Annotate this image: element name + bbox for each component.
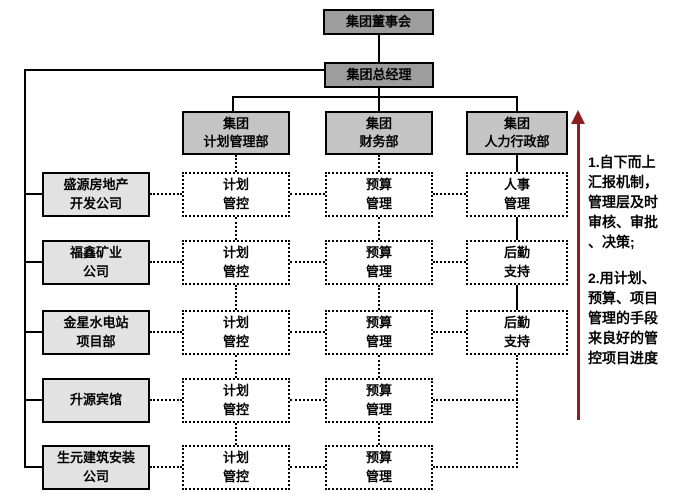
node-board: 集团董事会 [323, 9, 434, 35]
node-general-manager: 集团总经理 [324, 62, 434, 88]
connector-bus-dept-planning [232, 96, 234, 111]
matrix-cell-budget-5: 预算 管理 [325, 445, 433, 490]
connector-budget-hr-2 [433, 261, 466, 263]
connector-company-plan-3 [150, 331, 182, 333]
connector-plan-col-1 [235, 155, 237, 172]
connector-plan-col-3 [235, 285, 237, 310]
connector-plan-budget-5 [290, 466, 325, 468]
connector-budget-col-3 [378, 285, 380, 310]
node-dept-finance: 集团 财务部 [325, 111, 433, 155]
connector-budget-col-1 [378, 155, 380, 172]
matrix-cell-budget-3: 预算 管理 [325, 310, 433, 355]
matrix-cell-hr-3: 后勤 支持 [466, 310, 568, 355]
connector-budget-hr-3 [433, 331, 466, 333]
connector-hr-row3 [516, 285, 518, 310]
connector-budget-col-2 [378, 217, 380, 240]
connector-plan-budget-1 [290, 193, 325, 195]
connector-rail-company-4 [24, 399, 43, 401]
node-company-shengyuan-construction: 生元建筑安装 公司 [42, 445, 150, 490]
annotation-para-1: 1.自下而上 汇报机制， 管理层及时 审核、审批 、决策; [588, 154, 658, 250]
node-company-shengyuan: 盛源房地产 开发公司 [42, 172, 150, 217]
matrix-cell-hr-2: 后勤 支持 [466, 240, 568, 285]
connector-board-gm [378, 35, 380, 62]
node-company-fuxin: 福鑫矿业 公司 [42, 240, 150, 285]
connector-budget-col-4 [378, 355, 380, 378]
node-company-shengyuan-hotel: 升源宾馆 [42, 378, 150, 423]
connector-plan-budget-4 [290, 399, 325, 401]
matrix-cell-hr-1: 人事 管理 [466, 172, 568, 217]
connector-company-plan-2 [150, 261, 182, 263]
connector-plan-col-2 [235, 217, 237, 240]
connector-plan-col-4 [235, 355, 237, 378]
annotation-para-2: 2.用计划、 预算、项目 管理的手段 来良好的管 控项目进度 [588, 270, 658, 366]
connector-budget-hrtail-5 [433, 466, 518, 468]
connector-budget-hrtail-4 [433, 399, 518, 401]
node-dept-hr-admin: 集团 人力行政部 [466, 111, 568, 155]
connector-company-plan-5 [150, 466, 182, 468]
matrix-cell-plan-4: 计划 管控 [182, 378, 290, 423]
node-dept-planning: 集团 计划管理部 [182, 111, 290, 155]
connector-gm-left [24, 69, 325, 71]
connector-plan-budget-2 [290, 261, 325, 263]
matrix-cell-budget-2: 预算 管理 [325, 240, 433, 285]
connector-budget-col-5 [378, 423, 380, 445]
matrix-cell-plan-1: 计划 管控 [182, 172, 290, 217]
node-company-jinxing: 金星水电站 项目部 [42, 310, 150, 355]
matrix-cell-plan-3: 计划 管控 [182, 310, 290, 355]
connector-hr-col-tail [516, 355, 518, 468]
connector-budget-hr-1 [433, 193, 466, 195]
upward-arrow-line [577, 123, 580, 420]
connector-dept-bus [232, 96, 518, 98]
matrix-cell-plan-5: 计划 管控 [182, 445, 290, 490]
connector-hr-row1 [516, 155, 518, 172]
connector-left-rail [24, 69, 26, 468]
upward-arrow-head-icon [571, 110, 585, 124]
connector-bus-dept-hr [516, 96, 518, 111]
connector-plan-budget-3 [290, 331, 325, 333]
connector-hr-row2 [516, 217, 518, 240]
connector-plan-col-5 [235, 423, 237, 445]
connector-company-plan-4 [150, 399, 182, 401]
connector-rail-company-2 [24, 261, 43, 263]
matrix-cell-budget-1: 预算 管理 [325, 172, 433, 217]
connector-gm-dept-finance [378, 88, 380, 111]
connector-company-plan-1 [150, 193, 182, 195]
connector-rail-company-3 [24, 331, 43, 333]
connector-rail-company-1 [24, 193, 43, 195]
connector-rail-company-5 [24, 466, 43, 468]
matrix-cell-budget-4: 预算 管理 [325, 378, 433, 423]
matrix-cell-plan-2: 计划 管控 [182, 240, 290, 285]
